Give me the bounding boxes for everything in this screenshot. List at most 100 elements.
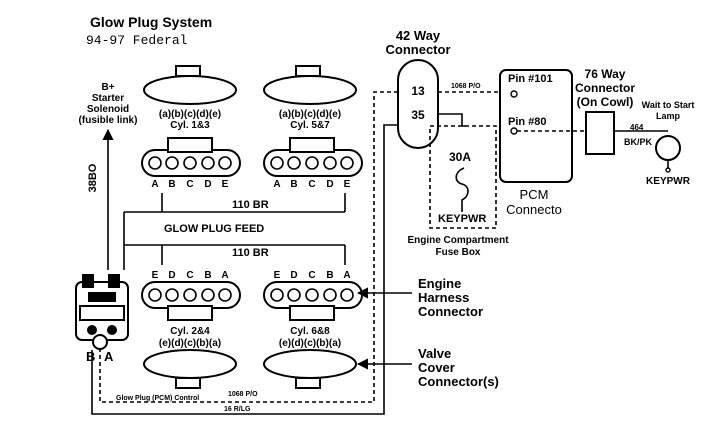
valve-cover-callout: Valve Cover Connector(s) — [418, 346, 499, 389]
connector-76-body — [585, 111, 615, 155]
cyl-24-label: Cyl. 2&4 — [170, 326, 210, 337]
svg-text:E: E — [274, 270, 281, 281]
engine-harness-callout: Engine Harness Connector — [418, 276, 483, 319]
connector-42-label: 42 Way Connector — [386, 28, 451, 57]
svg-text:Valve: Valve — [418, 346, 451, 361]
pins-bottom-68: E D C B A — [274, 270, 351, 281]
wait-lamp-icon — [655, 135, 681, 161]
harness-connector-68 — [263, 281, 363, 321]
diagram-subtitle: 94-97 Federal — [86, 33, 188, 48]
pcm-pin80-terminal — [510, 127, 518, 135]
pcm-label-line2: Connecto — [506, 202, 562, 217]
svg-text:E: E — [222, 179, 229, 190]
svg-text:B: B — [204, 270, 211, 281]
pcm-label-line1: PCM — [520, 187, 549, 202]
svg-text:Harness: Harness — [418, 290, 469, 305]
connector-42-pin-35: 35 — [411, 108, 425, 122]
valve-letters-13: (a)(b)(c)(d)(e) — [159, 109, 221, 120]
svg-text:Solenoid: Solenoid — [87, 104, 129, 115]
relay-terminal-a: A — [104, 349, 114, 364]
wire-464-color: BK/PK — [624, 137, 653, 147]
svg-text:76 Way: 76 Way — [585, 67, 626, 81]
valve-cover-connector-24 — [143, 349, 237, 389]
control-wire-code: 1068 P/O — [228, 391, 258, 398]
glow-plug-feed-label: GLOW PLUG FEED — [164, 223, 264, 235]
svg-text:42 Way: 42 Way — [396, 28, 441, 43]
wire-110br-bottom: 110 BR — [232, 247, 269, 259]
fuse-box-label: Engine Compartment Fuse Box — [407, 235, 509, 258]
svg-text:Engine Compartment: Engine Compartment — [407, 235, 509, 246]
wire-110br-top: 110 BR — [232, 199, 269, 211]
control-wire-label: Glow Plug (PCM) Control — [116, 395, 199, 402]
svg-text:E: E — [152, 270, 159, 281]
svg-text:Connector(s): Connector(s) — [418, 374, 499, 389]
harness-connector-13 — [141, 137, 241, 177]
svg-text:Connector: Connector — [386, 42, 451, 57]
svg-text:Fuse Box: Fuse Box — [435, 247, 480, 258]
glow-plug-feed-bus — [123, 193, 346, 270]
starter-solenoid-label: B+ Starter Solenoid (fusible link) — [79, 82, 138, 126]
keypwr-right: KEYPWR — [646, 176, 691, 187]
svg-text:(fusible link): (fusible link) — [79, 115, 138, 126]
svg-text:B: B — [290, 179, 297, 190]
svg-text:Cover: Cover — [418, 360, 455, 375]
valve-letters-68: (e)(d)(c)(b)(a) — [279, 338, 341, 349]
svg-text:B: B — [326, 270, 333, 281]
svg-text:D: D — [168, 270, 175, 281]
cyl-57-label: Cyl. 5&7 — [290, 120, 330, 131]
pcm-pin80: Pin #80 — [508, 116, 547, 128]
valve-cover-connector-13 — [143, 65, 237, 105]
svg-text:A: A — [343, 270, 350, 281]
harness-connector-57 — [263, 137, 363, 177]
svg-text:A: A — [273, 179, 280, 190]
svg-text:C: C — [308, 179, 315, 190]
wait-lamp-label-2: Lamp — [656, 111, 681, 121]
diagram-title: Glow Plug System — [90, 14, 212, 30]
pins-top-57: A B C D E — [273, 179, 350, 190]
wire-16-label: 16 R/LG — [224, 406, 251, 413]
cyl-68-label: Cyl. 6&8 — [290, 326, 330, 337]
svg-text:Connector: Connector — [418, 304, 483, 319]
pcm-connector-body — [499, 69, 573, 183]
svg-text:D: D — [326, 179, 333, 190]
svg-text:B+: B+ — [101, 82, 114, 93]
cyl-13-label: Cyl. 1&3 — [170, 120, 210, 131]
svg-text:Engine: Engine — [418, 276, 461, 291]
fuse-symbol — [455, 167, 469, 212]
wire-16-rlg — [91, 124, 398, 415]
valve-letters-24: (e)(d)(c)(b)(a) — [159, 338, 221, 349]
fuse-rating: 30A — [449, 150, 471, 164]
svg-text:C: C — [186, 179, 193, 190]
pcm-pin101: Pin #101 — [508, 73, 553, 85]
svg-text:B: B — [168, 179, 175, 190]
fuse-keypwr: KEYPWR — [438, 213, 486, 225]
svg-text:A: A — [221, 270, 228, 281]
glow-plug-relay — [75, 274, 129, 350]
valve-letters-57: (a)(b)(c)(d)(e) — [279, 109, 341, 120]
wire-464-code: 464 — [630, 123, 644, 132]
svg-text:D: D — [204, 179, 211, 190]
svg-text:C: C — [308, 270, 315, 281]
valve-cover-connector-68 — [263, 349, 357, 389]
wire-35-fuse — [438, 113, 466, 127]
pcm-control-wire — [99, 91, 398, 403]
svg-text:A: A — [151, 179, 158, 190]
svg-text:(On Cowl): (On Cowl) — [577, 95, 634, 109]
harness-connector-24 — [141, 281, 241, 321]
svg-text:Starter: Starter — [92, 93, 124, 104]
pcm-pin101-terminal — [510, 90, 518, 98]
svg-text:D: D — [290, 270, 297, 281]
relay-terminal-b: B — [86, 349, 95, 364]
wait-lamp-label-1: Wait to Start — [642, 100, 695, 110]
connector-42-body — [397, 59, 439, 149]
svg-text:C: C — [186, 270, 193, 281]
svg-text:Connector: Connector — [575, 81, 635, 95]
wire-38bo-label: 38BO — [87, 163, 99, 192]
pins-bottom-24: E D C B A — [152, 270, 229, 281]
svg-text:E: E — [344, 179, 351, 190]
connector-76-label: 76 Way Connector (On Cowl) — [575, 67, 635, 109]
connector-42-pin-13: 13 — [411, 84, 425, 98]
valve-cover-connector-57 — [263, 65, 357, 105]
wire-1068-top-label: 1068 P/O — [451, 83, 481, 90]
